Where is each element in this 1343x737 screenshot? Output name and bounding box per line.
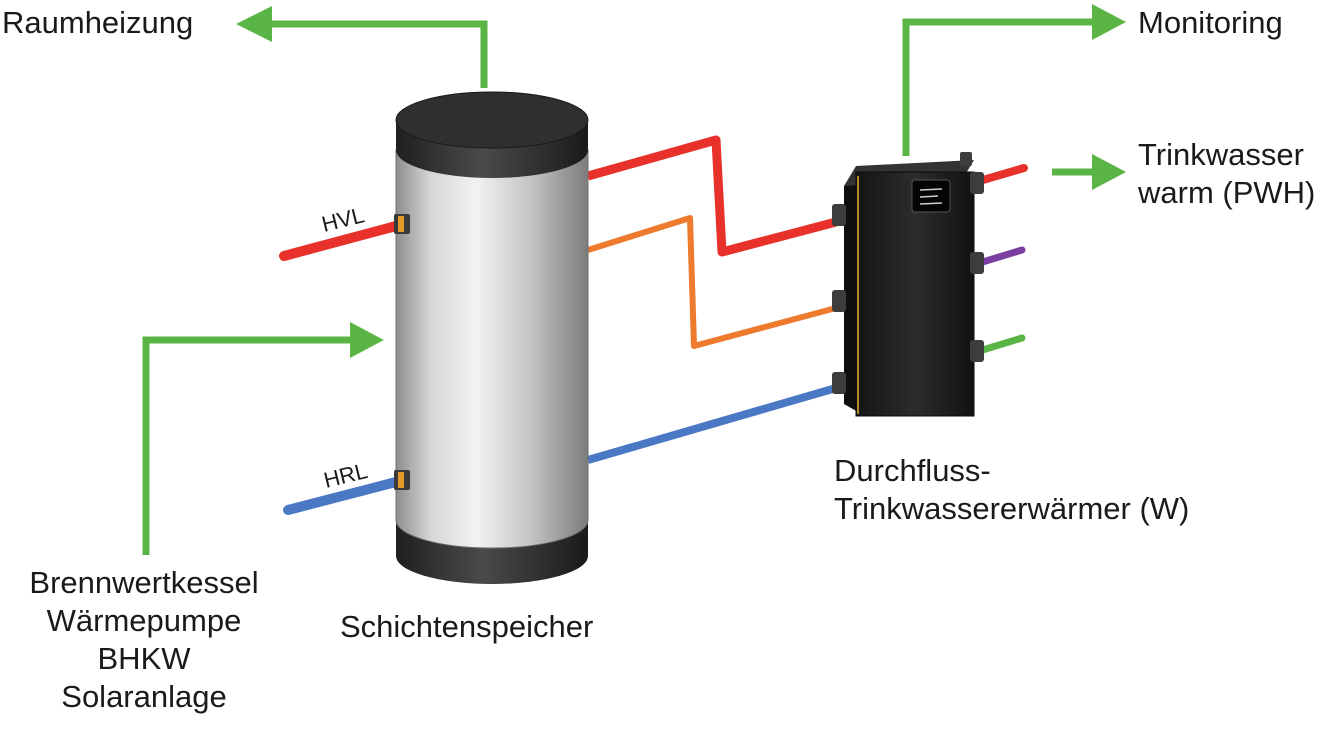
- storage-tank: [394, 91, 589, 584]
- pipe-mid-supply: [587, 215, 837, 349]
- pipe-cold-return: [586, 384, 838, 464]
- label-monitoring: Monitoring: [1138, 5, 1283, 40]
- label-space-heating: Raumheizung: [2, 5, 194, 40]
- connector-left-1: [832, 204, 846, 226]
- module-front: [855, 171, 975, 417]
- label-heat-sources: Brennwertkessel Wärmepumpe BHKW Solaranl…: [2, 564, 286, 716]
- display-line-2: [919, 195, 939, 198]
- source-1: Brennwertkessel: [29, 565, 259, 600]
- arrow-monitoring: [902, 18, 1098, 156]
- label-heater: Durchfluss- Trinkwassererwärmer (W): [834, 452, 1189, 528]
- arrowhead-monitoring: [1092, 4, 1126, 40]
- hot-water-line-1: Trinkwasser: [1138, 137, 1304, 172]
- module-side: [844, 178, 858, 412]
- connector-right-2: [970, 252, 984, 274]
- source-4: Solaranlage: [61, 679, 227, 714]
- connector-left-3: [832, 372, 846, 394]
- connector-top-1: [960, 152, 972, 166]
- arrow-space-heating: [270, 20, 488, 88]
- connector-left-2: [832, 290, 846, 312]
- pipe-hot-supply: [586, 135, 838, 257]
- arrowhead-hot-water: [1092, 154, 1126, 190]
- tank-top: [395, 91, 589, 149]
- label-hot-water: Trinkwasser warm (PWH): [1138, 136, 1315, 212]
- hrl-connector-ring: [398, 472, 404, 488]
- connector-right-3: [970, 340, 984, 362]
- connector-right-1: [970, 172, 984, 194]
- pipe-hvl: [279, 221, 401, 261]
- heater-line-2: Trinkwassererwärmer (W): [834, 491, 1190, 526]
- pipe-hrl: [283, 477, 401, 515]
- tank-body: [395, 149, 589, 549]
- heat-exchanger-module: [832, 152, 984, 417]
- source-2: Wärmepumpe: [46, 603, 242, 638]
- source-3: BHKW: [97, 641, 191, 676]
- display-line-3: [919, 202, 943, 205]
- arrowhead-space-heating: [236, 6, 272, 42]
- heater-line-1: Durchfluss-: [834, 453, 991, 488]
- display-line-1: [919, 188, 943, 191]
- arrow-heat-sources: [142, 336, 354, 555]
- label-storage: Schichtenspeicher: [340, 609, 594, 644]
- arrowhead-heat-sources: [350, 322, 384, 358]
- hvl-connector-ring: [398, 216, 404, 232]
- hot-water-line-2: warm (PWH): [1138, 175, 1316, 210]
